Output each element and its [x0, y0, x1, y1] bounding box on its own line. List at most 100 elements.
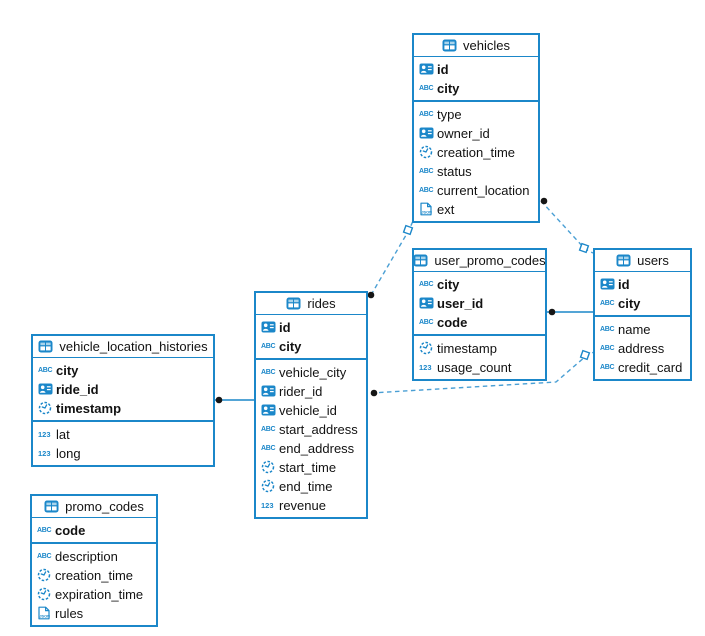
column-row-owner_id[interactable]: owner_id	[414, 124, 538, 143]
text-icon: ABC	[38, 366, 53, 374]
column-label: current_location	[437, 182, 530, 198]
column-row-rider_id[interactable]: rider_id	[256, 382, 366, 401]
column-label: city	[437, 276, 460, 292]
timestamp-icon	[419, 341, 437, 355]
svg-text:JSON: JSON	[421, 210, 432, 215]
column-row-start_time[interactable]: start_time	[256, 458, 366, 477]
column-row-ext[interactable]: JSON ext	[414, 200, 538, 219]
column-label: type	[437, 106, 462, 122]
table-name: rides	[307, 296, 336, 311]
id-icon	[600, 278, 618, 290]
column-label: creation_time	[55, 567, 134, 583]
relationship-rides-users[interactable]	[370, 349, 595, 397]
column-row-timestamp[interactable]: timestamp	[414, 339, 545, 358]
relationship-vehicles-users[interactable]	[540, 197, 594, 254]
column-label: city	[56, 362, 79, 378]
relationship-vehicle_location_histories-rides[interactable]	[215, 396, 256, 404]
column-label: credit_card	[618, 359, 683, 375]
column-label: revenue	[279, 497, 326, 513]
relationship-rides-vehicles[interactable]	[367, 220, 414, 299]
text-icon: ABC	[419, 318, 434, 326]
column-row-vehicle_id[interactable]: vehicle_id	[256, 401, 366, 420]
column-label: name	[618, 321, 651, 337]
table-name: vehicles	[463, 38, 510, 53]
text-icon: ABC	[600, 325, 615, 333]
table-header-promo_codes[interactable]: promo_codes	[32, 496, 156, 518]
column-label: code	[437, 314, 468, 330]
table-header-vehicles[interactable]: vehicles	[414, 35, 538, 57]
column-row-creation_time[interactable]: creation_time	[414, 143, 538, 162]
column-label: expiration_time	[55, 586, 144, 602]
text-icon: ABC	[419, 280, 434, 288]
table-header-users[interactable]: users	[595, 250, 690, 272]
column-row-timestamp[interactable]: timestamp	[33, 399, 213, 418]
timestamp-icon	[261, 479, 279, 493]
text-icon: ABC	[600, 299, 615, 307]
table-header-rides[interactable]: rides	[256, 293, 366, 315]
table-name: promo_codes	[65, 499, 144, 514]
column-label: rules	[55, 605, 84, 621]
number-icon: 123	[419, 362, 432, 372]
column-row-id[interactable]: id	[414, 60, 538, 79]
id-icon	[419, 63, 437, 75]
relationship-dot-end	[215, 396, 223, 404]
column-row-ride_id[interactable]: ride_id	[33, 380, 213, 399]
text-icon: ABC	[261, 342, 276, 350]
column-label: ext	[437, 201, 455, 217]
text-icon: ABC	[37, 526, 52, 534]
column-row-id[interactable]: id	[595, 275, 690, 294]
json-icon: JSON	[37, 606, 55, 620]
text-icon: ABC	[261, 425, 276, 433]
table-icon	[616, 254, 631, 267]
text-icon: ABC	[37, 552, 52, 560]
timestamp-icon	[38, 401, 56, 415]
column-label: timestamp	[437, 340, 497, 356]
column-label: owner_id	[437, 125, 490, 141]
column-row-end_time[interactable]: end_time	[256, 477, 366, 496]
column-row-expiration_time[interactable]: expiration_time	[32, 585, 156, 604]
text-icon: ABC	[419, 186, 434, 194]
table-header-user_promo_codes[interactable]: user_promo_codes	[413, 250, 546, 272]
relationship-user_promo_codes-users[interactable]	[547, 308, 595, 316]
column-label: description	[55, 548, 118, 564]
column-row-id[interactable]: id	[256, 318, 366, 337]
column-row-user_id[interactable]: user_id	[414, 294, 545, 313]
column-row-creation_time[interactable]: creation_time	[32, 566, 156, 585]
table-header-vehicle_location_histories[interactable]: vehicle_location_histories	[33, 336, 213, 358]
column-label: long	[56, 445, 81, 461]
